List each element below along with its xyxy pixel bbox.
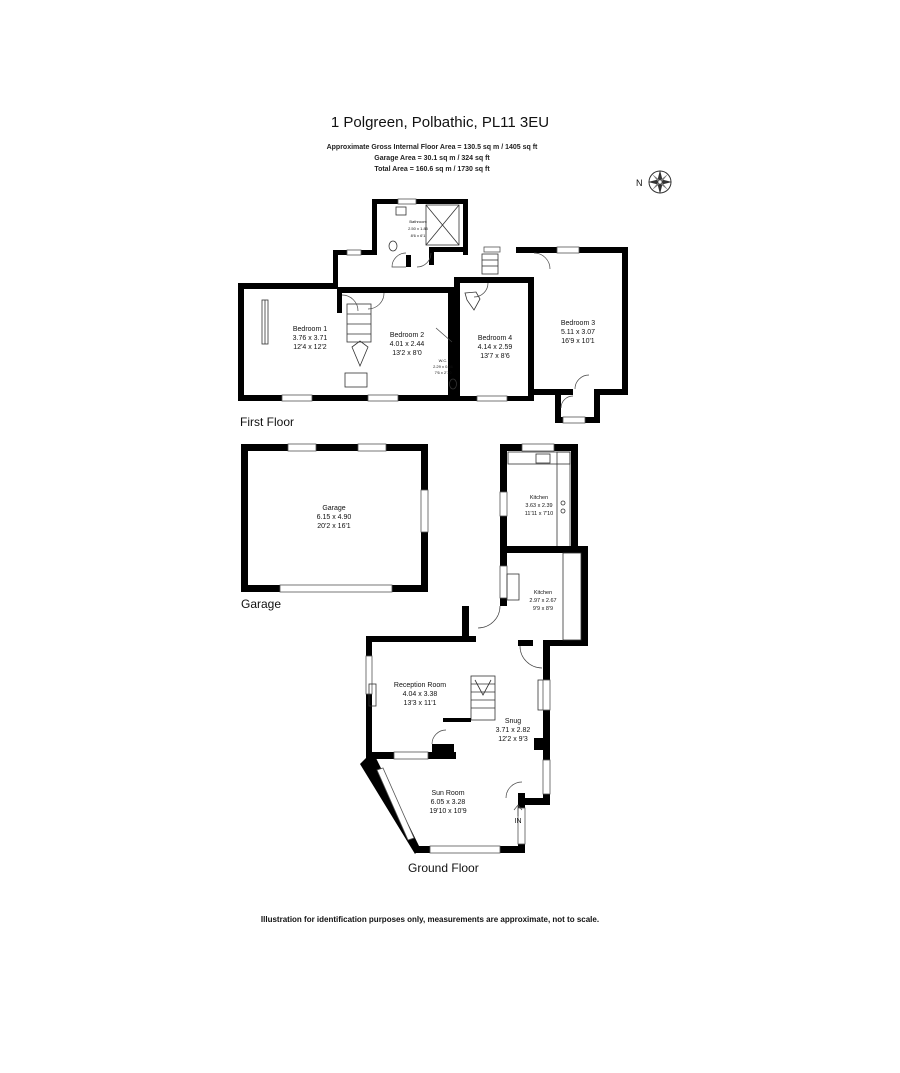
entrance-label: IN [515,818,522,825]
bedroom1-metric: 3.76 x 3.71 [293,335,328,342]
bedroom2-imperial: 13'2 x 8'0 [392,350,422,357]
reception-name: Reception Room [394,682,446,689]
bedroom1-imperial: 12'4 x 12'2 [293,344,327,351]
gross-area-text: Approximate Gross Internal Floor Area = … [327,144,538,151]
compass-north-label: N [636,178,643,188]
bathroom-imperial: 8'6 x 6'1 [411,233,426,238]
kitchen-lower-name: Kitchen [534,590,552,596]
ground-floor-plan [360,443,588,854]
bedroom3-metric: 5.11 x 3.07 [561,329,595,336]
bedroom3-name: Bedroom 3 [561,320,595,327]
bedroom1-name: Bedroom 1 [293,326,327,333]
kitchen-lower-metric: 2.97 x 2.67 [529,598,556,604]
bedroom2-metric: 4.01 x 2.44 [390,341,425,348]
garage-area-text: Garage Area = 30.1 sq m / 324 sq ft [374,155,490,162]
bedroom4-metric: 4.14 x 2.59 [478,344,513,351]
bedroom4-name: Bedroom 4 [478,335,512,342]
bathroom-metric: 2.50 x 1.85 [408,226,429,231]
ground-floor-label: Ground Floor [408,861,479,875]
garage-imperial: 20'2 x 16'1 [317,523,351,530]
snug-name: Snug [505,718,521,725]
bedroom2-name: Bedroom 2 [390,332,424,339]
garage-name: Garage [322,505,345,512]
compass-icon [648,170,672,194]
reception-imperial: 13'3 x 11'1 [404,700,437,707]
reception-metric: 4.04 x 3.38 [403,691,438,698]
kitchen-lower-imperial: 9'9 x 8'9 [533,606,553,612]
sunroom-metric: 6.05 x 3.28 [431,799,466,806]
first-floor-label: First Floor [240,415,294,429]
first-floor-plan [238,198,628,424]
kitchen-upper-metric: 3.63 x 2.39 [525,503,552,509]
disclaimer-text: Illustration for identification purposes… [261,915,599,924]
kitchen-upper-imperial: 11'11 x 7'10 [525,511,554,517]
bathroom-name: Bathroom [409,219,427,224]
wc-name: W.C. [439,358,448,363]
property-address: 1 Polgreen, Polbathic, PL11 3EU [331,114,549,131]
garage-plan [241,443,429,593]
snug-imperial: 12'2 x 9'3 [498,736,528,743]
sunroom-imperial: 19'10 x 10'9 [429,808,466,815]
wc-metric: 2.29 x 0.86 [433,364,454,369]
kitchen-upper-name: Kitchen [530,495,548,501]
sunroom-name: Sun Room [431,790,464,797]
wc-imperial: 7'6 x 2'10 [435,370,453,375]
garage-metric: 6.15 x 4.90 [317,514,352,521]
bedroom4-imperial: 13'7 x 8'6 [480,353,510,360]
garage-floor-label: Garage [241,597,281,611]
snug-metric: 3.71 x 2.82 [496,727,531,734]
total-area-text: Total Area = 160.6 sq m / 1730 sq ft [374,166,490,173]
bedroom3-imperial: 16'9 x 10'1 [561,338,595,345]
